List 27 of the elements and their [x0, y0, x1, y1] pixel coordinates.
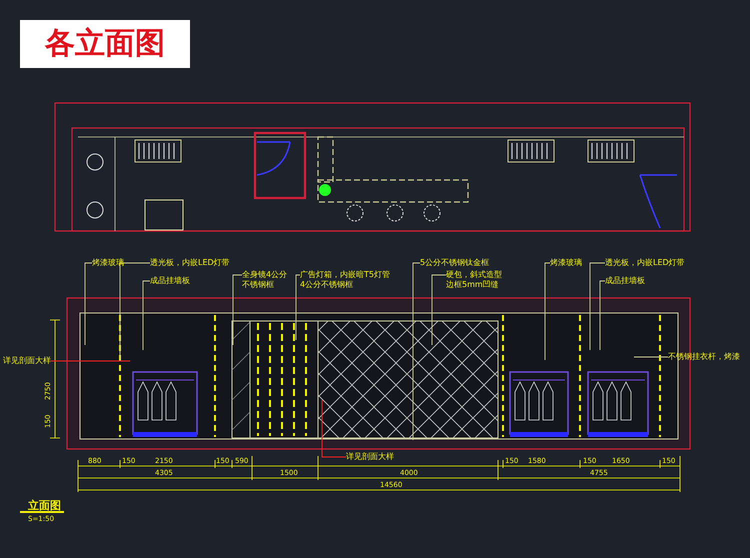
leader-line	[634, 356, 668, 358]
leader-line	[412, 262, 420, 440]
callout-label: 5公分不锈钢钛金框	[420, 258, 490, 268]
leader-line	[296, 274, 300, 340]
callout-label: 广告灯箱，内嵌暗T5灯管4公分不锈钢框	[300, 270, 392, 290]
leader-line	[600, 280, 606, 350]
leader-line	[142, 280, 150, 350]
leader-line	[232, 274, 242, 346]
callout-label: 透光板，内嵌LED灯带	[605, 258, 685, 268]
leader-line	[544, 262, 550, 360]
leader-line	[322, 400, 346, 458]
page-title: 各立面图	[20, 20, 190, 68]
callout-label: 详见剖面大样	[346, 452, 394, 462]
leader-line	[120, 262, 150, 360]
callout-label: 成品挂墙板	[605, 276, 645, 286]
callout-label: 全身镜4公分不锈钢框	[242, 270, 292, 290]
callout-label: 透光板，内嵌LED灯带	[150, 258, 230, 268]
callout-label: 详见剖面大样	[3, 356, 51, 366]
leader-line	[590, 262, 606, 350]
callout-label: 烤漆玻璃	[92, 258, 124, 268]
leader-line	[432, 274, 446, 346]
callout-label: 烤漆玻璃	[550, 258, 582, 268]
leader-line	[50, 360, 130, 362]
leader-line	[84, 262, 92, 346]
drawing-title: 立面图	[28, 500, 61, 512]
callout-label: 硬包，斜式造型边框5mm凹缝	[446, 270, 506, 290]
callout-label: 成品挂墙板	[150, 276, 190, 286]
